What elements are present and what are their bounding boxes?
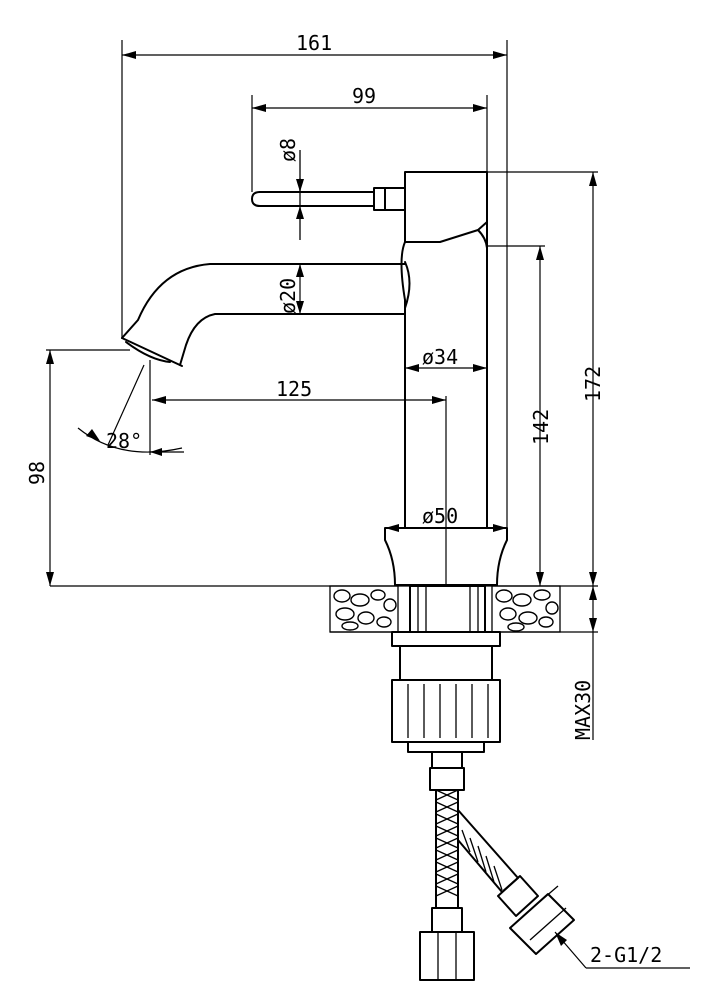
overall-width-label: 161	[296, 31, 332, 55]
stone-texture	[333, 589, 559, 632]
handle-reach-label: 99	[352, 84, 376, 108]
spout-angle-label: 28°	[106, 429, 142, 453]
supply-hoses	[419, 751, 575, 981]
handle-diameter-label: ø8	[276, 138, 300, 162]
lever-height-label: 142	[529, 409, 553, 445]
spout-reach-label: 125	[276, 377, 312, 401]
dimension-labels: 161 99 ø8 ø20 ø34 125 28° 98 142 172 MAX…	[25, 31, 662, 967]
base-diameter-label: ø50	[422, 504, 458, 528]
spout-diameter-label: ø20	[276, 278, 300, 314]
max-deck-label: MAX30	[571, 680, 595, 740]
handle-lever	[251, 150, 406, 240]
spout-height-label: 98	[25, 461, 49, 485]
mounting-hardware	[391, 631, 501, 753]
hose-thread-label: 2-G1/2	[590, 943, 662, 967]
total-height-label: 172	[581, 366, 605, 402]
countertop	[50, 585, 598, 633]
dimension-lines	[46, 40, 690, 969]
body-diameter-label: ø34	[422, 345, 458, 369]
